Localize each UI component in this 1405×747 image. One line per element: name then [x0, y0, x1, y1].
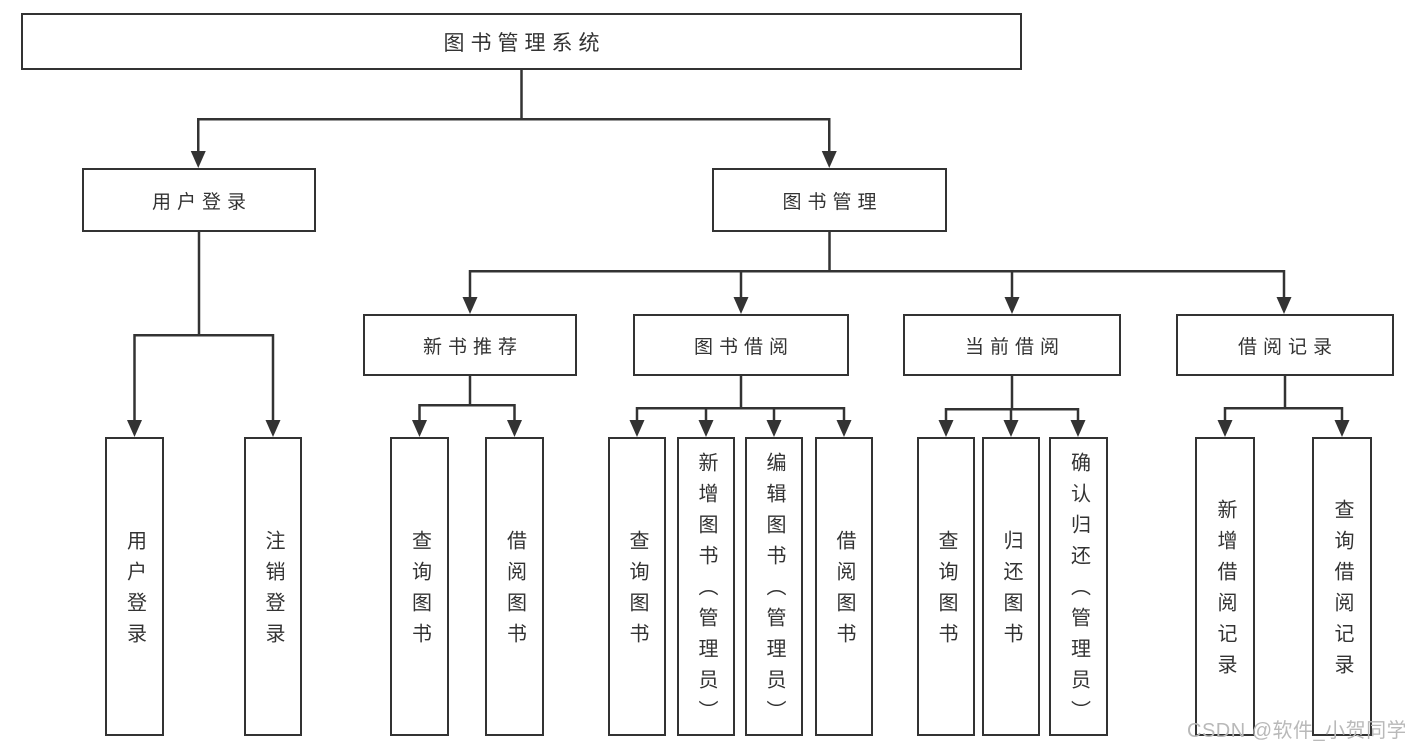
leaf-edit-book-admin: 编辑图书（管理员） — [745, 437, 803, 736]
leaf-query-borrow-record: 查询借阅记录 — [1312, 437, 1372, 736]
node-borrowing-records: 借阅记录 — [1176, 314, 1394, 376]
node-root: 图书管理系统 — [21, 13, 1022, 70]
arrow-down-icon — [698, 420, 714, 437]
leaf-query-books-borrowing: 查询图书 — [608, 437, 666, 736]
arrow-down-icon — [1070, 420, 1086, 437]
connector-root-to-level2 — [197, 67, 831, 155]
leaf-query-borrow-record-label: 查询借阅记录 — [1331, 498, 1353, 685]
leaf-query-books-current: 查询图书 — [917, 437, 975, 736]
leaf-add-borrow-record: 新增借阅记录 — [1195, 437, 1255, 736]
arrow-down-icon — [127, 420, 142, 437]
leaf-borrow-books-recommendation-label: 借阅图书 — [503, 529, 526, 654]
leaf-query-books-borrowing-label: 查询图书 — [626, 529, 648, 654]
connector-book-management — [468, 230, 1286, 301]
leaf-confirm-return-admin: 确认归还（管理员） — [1049, 437, 1108, 736]
connector-borrowing-records — [1223, 374, 1344, 424]
leaf-add-book-admin-label: 新增图书（管理员） — [695, 452, 717, 731]
leaf-query-books-current-label: 查询图书 — [935, 529, 957, 654]
arrow-down-icon — [821, 151, 837, 168]
node-borrowing-records-label: 借阅记录 — [1237, 336, 1338, 358]
connector-new-book-recommendation — [418, 374, 516, 424]
node-current-borrowing: 当前借阅 — [903, 314, 1121, 376]
node-new-book-recommendation: 新书推荐 — [363, 314, 577, 376]
connector-current-borrowing — [944, 374, 1080, 424]
leaf-borrow-books-recommendation: 借阅图书 — [485, 437, 544, 736]
node-book-borrowing-label: 图书借阅 — [693, 336, 794, 358]
arrow-down-icon — [190, 151, 206, 168]
node-book-management-label: 图书管理 — [782, 191, 883, 213]
arrow-down-icon — [1276, 297, 1292, 314]
leaf-query-books-recommendation-label: 查询图书 — [408, 529, 431, 654]
connector-user-login — [133, 230, 275, 424]
node-book-borrowing: 图书借阅 — [633, 314, 849, 376]
leaf-logout-label: 注销登录 — [262, 529, 284, 654]
leaf-add-borrow-record-label: 新增借阅记录 — [1214, 498, 1236, 685]
leaf-add-book-admin: 新增图书（管理员） — [677, 437, 735, 736]
arrow-down-icon — [265, 420, 281, 437]
arrow-down-icon — [1217, 420, 1233, 437]
node-root-label: 图书管理系统 — [443, 31, 606, 55]
arrow-down-icon — [938, 420, 954, 437]
watermark: CSDN @软件_小贺同学 — [1187, 720, 1405, 742]
node-user-login-label: 用户登录 — [151, 191, 252, 213]
leaf-user-login: 用户登录 — [105, 437, 164, 736]
leaf-edit-book-admin-label: 编辑图书（管理员） — [763, 452, 785, 731]
leaf-borrow-books: 借阅图书 — [815, 437, 873, 736]
arrow-down-icon — [1004, 297, 1020, 314]
arrow-down-icon — [766, 420, 782, 437]
connector-book-borrowing — [635, 374, 846, 424]
arrow-down-icon — [1334, 420, 1350, 437]
arrow-down-icon — [836, 420, 852, 437]
leaf-logout: 注销登录 — [244, 437, 302, 736]
leaf-user-login-label: 用户登录 — [123, 529, 146, 654]
leaf-return-book: 归还图书 — [982, 437, 1040, 736]
arrow-down-icon — [507, 420, 522, 437]
node-new-book-recommendation-label: 新书推荐 — [422, 336, 523, 358]
arrow-down-icon — [1003, 420, 1019, 437]
leaf-return-book-label: 归还图书 — [1000, 529, 1022, 654]
arrow-down-icon — [733, 297, 749, 314]
leaf-confirm-return-admin-label: 确认归还（管理员） — [1067, 452, 1090, 731]
node-current-borrowing-label: 当前借阅 — [964, 336, 1065, 358]
leaf-query-books-recommendation: 查询图书 — [390, 437, 449, 736]
node-book-management: 图书管理 — [712, 168, 947, 232]
arrow-down-icon — [462, 297, 478, 314]
arrow-down-icon — [412, 420, 427, 437]
node-user-login: 用户登录 — [82, 168, 316, 232]
arrow-down-icon — [629, 420, 645, 437]
leaf-borrow-books-label: 借阅图书 — [833, 529, 855, 654]
